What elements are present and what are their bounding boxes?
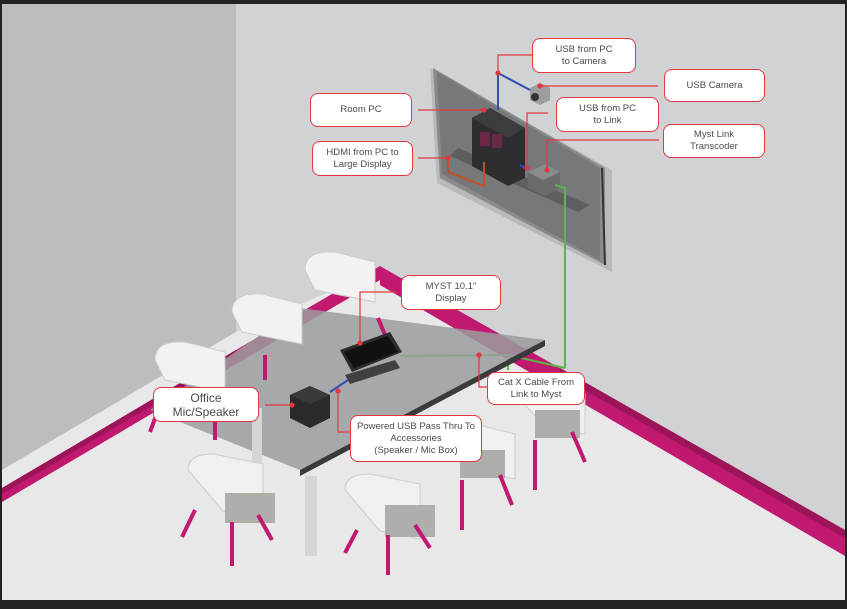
callout-text: Myst Link Transcoder bbox=[690, 129, 738, 152]
chair bbox=[231, 293, 303, 380]
camera-lens bbox=[531, 93, 539, 101]
baseboard-left-shadow bbox=[2, 350, 236, 494]
callout-usb-pc-camera: USB from PC to Camera bbox=[532, 38, 636, 73]
callout-catx-cable: Cat X Cable From Link to Myst bbox=[487, 372, 585, 405]
usb-cable-accessory bbox=[329, 379, 349, 393]
callout-room-pc: Room PC bbox=[310, 93, 412, 127]
myst-display-base bbox=[345, 360, 400, 384]
callout-text: Room PC bbox=[340, 104, 382, 115]
conference-table bbox=[150, 308, 545, 470]
callout-text: Office Mic/Speaker bbox=[172, 390, 240, 419]
callout-text: Powered USB Pass Thru To Accessories (Sp… bbox=[357, 420, 475, 456]
table-leg bbox=[252, 408, 262, 508]
callout-myst-display: MYST 10.1" Display bbox=[401, 275, 501, 310]
callout-text: USB from PC to Link bbox=[578, 102, 636, 126]
room-pc-vent bbox=[480, 132, 490, 146]
chair bbox=[343, 473, 435, 575]
mic-speaker-top bbox=[290, 386, 330, 404]
room-pc-vent bbox=[492, 134, 502, 148]
chair bbox=[304, 251, 387, 336]
usb-cable-camera-run bbox=[497, 72, 531, 91]
transcoder-top bbox=[528, 164, 560, 180]
hdmi-cable bbox=[447, 158, 485, 188]
callout-text: USB from PC to Camera bbox=[555, 43, 613, 67]
callout-hdmi-pc-display: HDMI from PC to Large Display bbox=[312, 141, 413, 176]
callout-leaders bbox=[265, 54, 659, 433]
callout-usb-pc-link: USB from PC to Link bbox=[556, 97, 659, 132]
callout-text: MYST 10.1" Display bbox=[425, 280, 477, 304]
callout-text: Cat X Cable From Link to Myst bbox=[497, 376, 575, 400]
callout-text: HDMI from PC to Large Display bbox=[326, 146, 399, 170]
baseboard-right-shadow bbox=[560, 368, 845, 538]
chair bbox=[180, 453, 275, 566]
callout-powered-usb: Powered USB Pass Thru To Accessories (Sp… bbox=[350, 415, 482, 462]
myst-display-screen bbox=[344, 336, 398, 368]
callout-usb-camera: USB Camera bbox=[664, 69, 765, 102]
callout-myst-link-transcoder: Myst Link Transcoder bbox=[663, 124, 765, 158]
display-edge bbox=[601, 167, 606, 266]
callout-office-mic-speaker: Office Mic/Speaker bbox=[153, 387, 259, 422]
room-pc-top bbox=[472, 108, 525, 138]
catx-cable-wall bbox=[554, 184, 566, 368]
callout-text: USB Camera bbox=[686, 79, 743, 91]
table-leg bbox=[305, 476, 317, 556]
